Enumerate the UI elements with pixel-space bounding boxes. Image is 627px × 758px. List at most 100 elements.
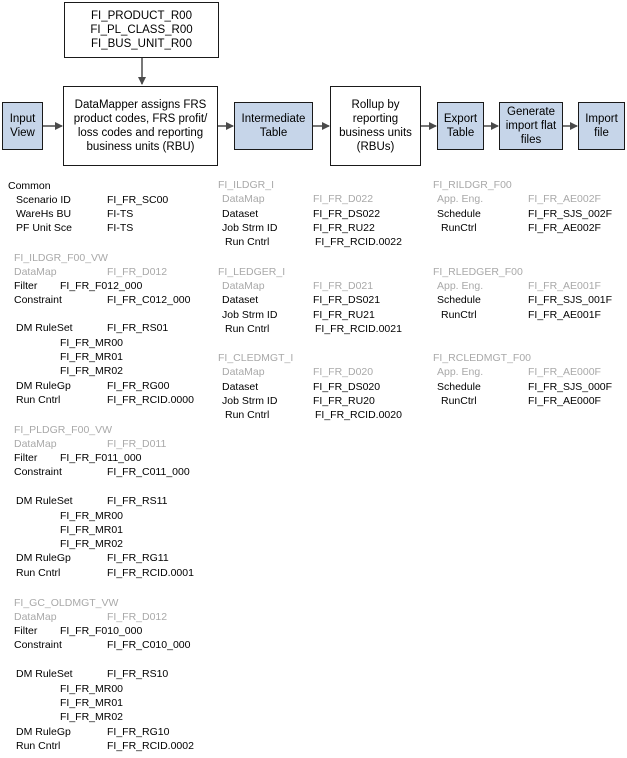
schedule-value: FI_FR_SJS_000F: [528, 381, 613, 393]
view-name: FI_GC_OLDMGT_VW: [14, 597, 119, 609]
common-value: FI-TS: [107, 222, 134, 234]
runcntrl-value: FI_FR_RCID.0022: [315, 236, 402, 248]
rule-value: FI_FR_MR00: [60, 510, 124, 522]
dataset-value: FI_FR_DS020: [313, 381, 381, 393]
source-tables-box: FI_PRODUCT_R00 FI_PL_CLASS_R00 FI_BUS_UN…: [64, 2, 219, 58]
constraint-value: FI_FR_C012_000: [107, 294, 191, 306]
ruleset-label: DM RuleSet: [16, 668, 73, 680]
runctrl-value: FI_FR_AE001F: [528, 309, 601, 321]
runcntrl-label: Run Cntrl: [16, 740, 61, 752]
rollup-box: Rollup by reporting business units (RBUs…: [330, 86, 421, 166]
filter-value: FI_FR_F011_000: [60, 452, 142, 464]
export-table-text: Export Table: [443, 113, 478, 139]
filter-value: FI_FR_F012_000: [60, 280, 143, 292]
ruleset-label: DM RuleSet: [16, 322, 73, 334]
rule-value: FI_FR_MR01: [60, 351, 124, 363]
jobstrm-value: FI_FR_RU20: [313, 395, 375, 407]
view-name: FI_PLDGR_F00_VW: [14, 424, 113, 436]
common-label: PF Unit Sce: [16, 222, 73, 234]
appeng-label: App. Eng.: [437, 280, 484, 292]
filter-value: FI_FR_F010_000: [60, 625, 143, 637]
datamap-label: DataMap: [14, 266, 57, 278]
datamap-label: DataMap: [222, 193, 265, 205]
runcntrl-label: Run Cntrl: [225, 409, 270, 421]
appeng-value: FI_FR_AE001F: [528, 280, 601, 292]
rule-value: FI_FR_MR00: [60, 683, 124, 695]
runctrl-value: FI_FR_AE000F: [528, 395, 601, 407]
rule-value: FI_FR_MR01: [60, 524, 124, 536]
table-name: FI_RILDGR_F00: [433, 179, 512, 191]
input-view-box: Input View: [2, 102, 43, 150]
appeng-value: FI_FR_AE002F: [528, 193, 601, 205]
datamap-value: FI_FR_D012: [107, 611, 168, 623]
datamap-value: FI_FR_D021: [313, 280, 374, 292]
ruleset-value: FI_FR_RS01: [107, 322, 169, 334]
ruleset-value: FI_FR_RS11: [107, 495, 168, 507]
jobstrm-label: Job Strm ID: [222, 222, 278, 234]
constraint-label: Constraint: [14, 294, 62, 306]
rulegp-value: FI_FR_RG10: [107, 726, 170, 738]
appeng-label: App. Eng.: [437, 193, 484, 205]
constraint-value: FI_FR_C010_000: [107, 639, 191, 651]
generate-flat-files-box: Generate import flat files: [499, 102, 563, 150]
table-name: FI_LEDGER_I: [218, 266, 286, 278]
common-value: FI_FR_SC00: [107, 194, 169, 206]
datamapper-box: DataMapper assigns FRS product codes, FR…: [63, 86, 218, 166]
ruleset-value: FI_FR_RS10: [107, 668, 169, 680]
constraint-label: Constraint: [14, 639, 62, 651]
dataset-label: Dataset: [222, 208, 259, 220]
runctrl-value: FI_FR_AE002F: [528, 222, 601, 234]
dataset-value: FI_FR_DS022: [313, 208, 381, 220]
datamap-value: FI_FR_D020: [313, 366, 374, 378]
filter-label: Filter: [14, 452, 38, 464]
runcntrl-label: Run Cntrl: [225, 236, 270, 248]
filter-label: Filter: [14, 280, 38, 292]
dataset-label: Dataset: [222, 294, 259, 306]
constraint-value: FI_FR_C011_000: [107, 466, 190, 478]
datamap-value: FI_FR_D012: [107, 266, 168, 278]
jobstrm-label: Job Strm ID: [222, 309, 278, 321]
ruleset-label: DM RuleSet: [16, 495, 73, 507]
rulegp-value: FI_FR_RG11: [107, 552, 169, 564]
jobstrm-value: FI_FR_RU22: [313, 222, 375, 234]
common-title: Common: [8, 180, 51, 192]
table-name: FI_RLEDGER_F00: [433, 266, 523, 278]
rulegp-value: FI_FR_RG00: [107, 380, 170, 392]
view-name: FI_ILDGR_F00_VW: [14, 252, 108, 264]
datamap-label: DataMap: [222, 280, 265, 292]
intermediate-table-text: Intermediate Table: [241, 113, 306, 139]
common-value: FI-TS: [107, 208, 134, 220]
runcntrl-value: FI_FR_RCID.0000: [107, 394, 194, 406]
datamap-label: DataMap: [222, 366, 265, 378]
appeng-value: FI_FR_AE000F: [528, 366, 601, 378]
runcntrl-label: Run Cntrl: [16, 567, 61, 579]
common-label: WareHs BU: [16, 208, 72, 220]
runctrl-label: RunCtrl: [441, 309, 477, 321]
schedule-value: FI_FR_SJS_001F: [528, 294, 613, 306]
datamap-value: FI_FR_D011: [107, 438, 167, 450]
schedule-label: Schedule: [437, 294, 481, 306]
rule-value: FI_FR_MR02: [60, 538, 124, 550]
rulegp-label: DM RuleGp: [16, 726, 71, 738]
schedule-label: Schedule: [437, 381, 481, 393]
jobstrm-label: Job Strm ID: [222, 395, 278, 407]
rollup-text: Rollup by reporting business units (RBUs…: [339, 99, 412, 153]
constraint-label: Constraint: [14, 466, 62, 478]
filter-label: Filter: [14, 625, 38, 637]
dataset-label: Dataset: [222, 381, 259, 393]
rule-value: FI_FR_MR02: [60, 711, 124, 723]
table-name: FI_ILDGR_I: [218, 179, 275, 191]
schedule-value: FI_FR_SJS_002F: [528, 208, 613, 220]
runcntrl-value: FI_FR_RCID.0001: [107, 567, 194, 579]
table-name: FI_CLEDMGT_I: [218, 352, 294, 364]
generate-flat-files-text: Generate import flat files: [505, 106, 557, 146]
input-view-text: Input View: [9, 113, 36, 139]
export-table-box: Export Table: [437, 102, 484, 150]
jobstrm-value: FI_FR_RU21: [313, 309, 375, 321]
rule-value: FI_FR_MR02: [60, 365, 124, 377]
datamap-label: DataMap: [14, 438, 57, 450]
rule-value: FI_FR_MR00: [60, 337, 124, 349]
datamap-value: FI_FR_D022: [313, 193, 374, 205]
